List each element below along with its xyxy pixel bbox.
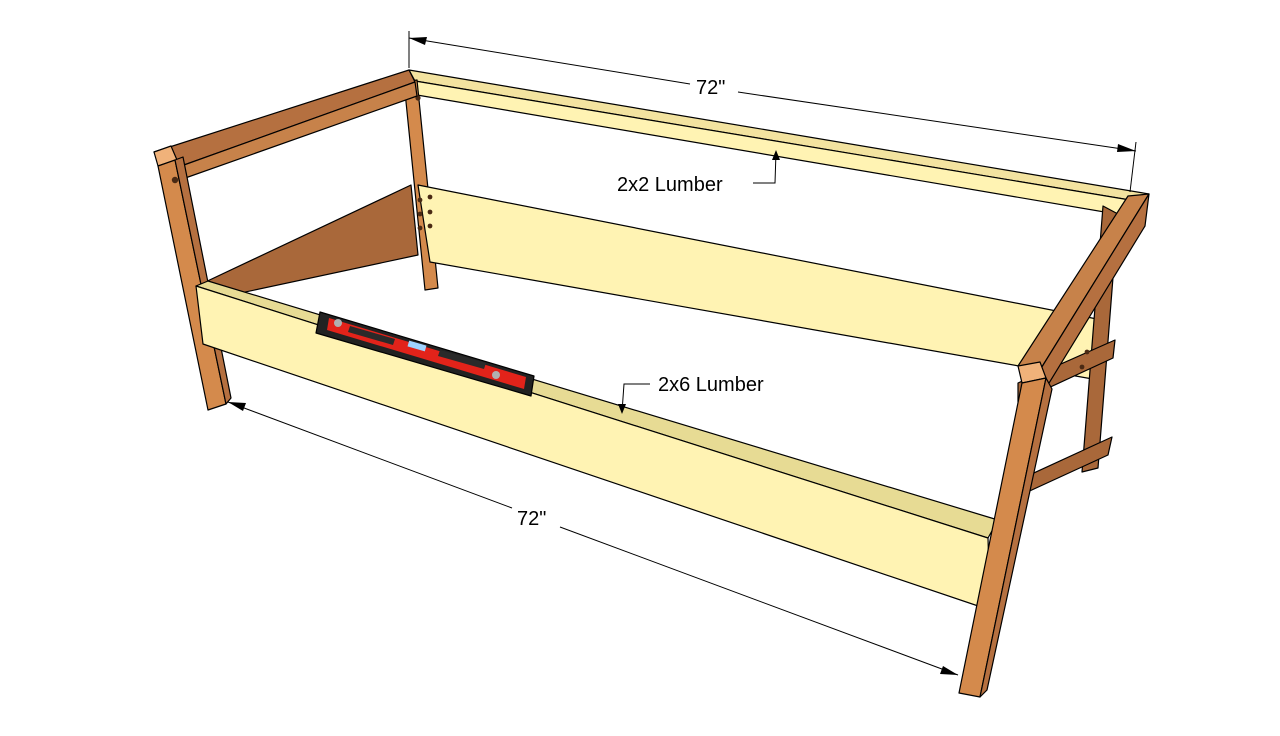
- callout-2x2-label: 2x2 Lumber: [617, 174, 723, 196]
- top-dimension: 72": [408, 31, 1137, 193]
- bottom-dimension-label: 72": [517, 508, 546, 530]
- back-2x6-rail: [417, 184, 1105, 382]
- callout-2x6: 2x6 Lumber: [618, 374, 764, 414]
- callout-2x6-label: 2x6 Lumber: [658, 374, 764, 396]
- callout-2x2: 2x2 Lumber: [617, 150, 780, 196]
- bottom-dimension: 72": [227, 401, 959, 676]
- spirit-level: [315, 311, 535, 397]
- right-front-leg: [958, 361, 1053, 698]
- left-side-panel: [198, 184, 419, 301]
- top-dimension-label: 72": [696, 77, 725, 99]
- left-arm-rail: [153, 69, 418, 183]
- back-top-rail: [408, 69, 1150, 217]
